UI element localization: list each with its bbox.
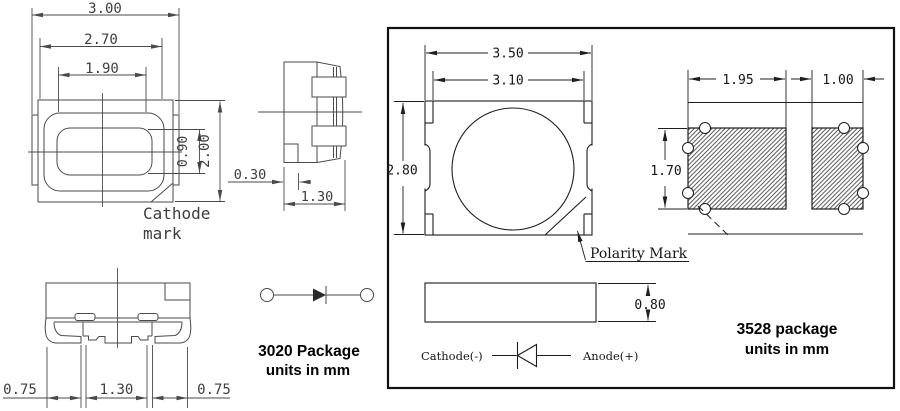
cathode-label: Cathode(-) [421,349,483,363]
polarity-diode-3528: Cathode(-) Anode(+) [421,342,638,369]
dim-pad-right-3020: 0.75 [197,382,231,398]
dim-top-width-3528: 3.10 [492,74,523,89]
panel-3528-border [386,26,896,390]
cathode-mark-label-line1: Cathode [143,204,210,223]
label-3020-title: 3020 Package units in mm [258,343,360,379]
dim-pad-right-width-3528: 1.00 [822,73,853,88]
cathode-mark-label-line2: mark [143,224,182,243]
anode-pad [811,127,864,210]
dim-pad-height-3528: 1.70 [650,164,681,179]
label-3528-title: 3528 package units in mm [737,321,838,358]
diode-anode-triangle [313,288,326,302]
diode-triangle-3528 [516,343,538,368]
dim-pad-center-3020: 1.30 [100,382,134,398]
package-title-3020: 3020 Package [258,343,360,360]
top-view-3528: 3.50 3.10 2.80 Polarity Mark [386,45,689,262]
package-title-3528: 3528 package [737,321,838,338]
polarity-mark-label: Polarity Mark [590,246,688,262]
side-view-3528: 0.80 [424,282,666,323]
footprint-3528: 1.95 1.00 1.70 [650,70,884,236]
dim-body-height-3528: 2.80 [386,164,417,179]
package-units-3020: units in mm [266,362,350,379]
dim-overall-width-3528: 3.50 [492,47,523,62]
dim-thickness-3528: 0.80 [634,298,665,313]
dim-emitter-width-3020: 1.90 [85,61,119,77]
dim-emitter-height-3020: 0.90 [176,136,191,167]
dim-pad-left-3020: 0.75 [3,382,37,398]
dim-notch-width-3020: 0.30 [234,167,267,183]
dim-body-height-3020: 2.00 [197,134,213,168]
dim-body-width-3020: 2.70 [84,32,118,48]
dim-pad-left-width-3528: 1.95 [722,73,753,88]
bottom-view-3020: 0.75 1.30 0.75 [3,268,231,408]
cathode-pad [687,127,787,210]
anode-label: Anode(+) [582,349,638,363]
package-units-3528: units in mm [745,341,829,358]
dim-overall-width-3020: 3.00 [88,1,122,17]
side-view-3020: 0.30 1.30 [228,61,362,211]
footprint-polarity-dash [697,205,729,236]
top-view-3020: 3.00 2.70 1.90 0.90 2.00 Cathode mark [28,1,225,243]
dim-lead-length-3020: 1.30 [301,189,334,205]
diode-symbol-3020 [260,286,374,304]
